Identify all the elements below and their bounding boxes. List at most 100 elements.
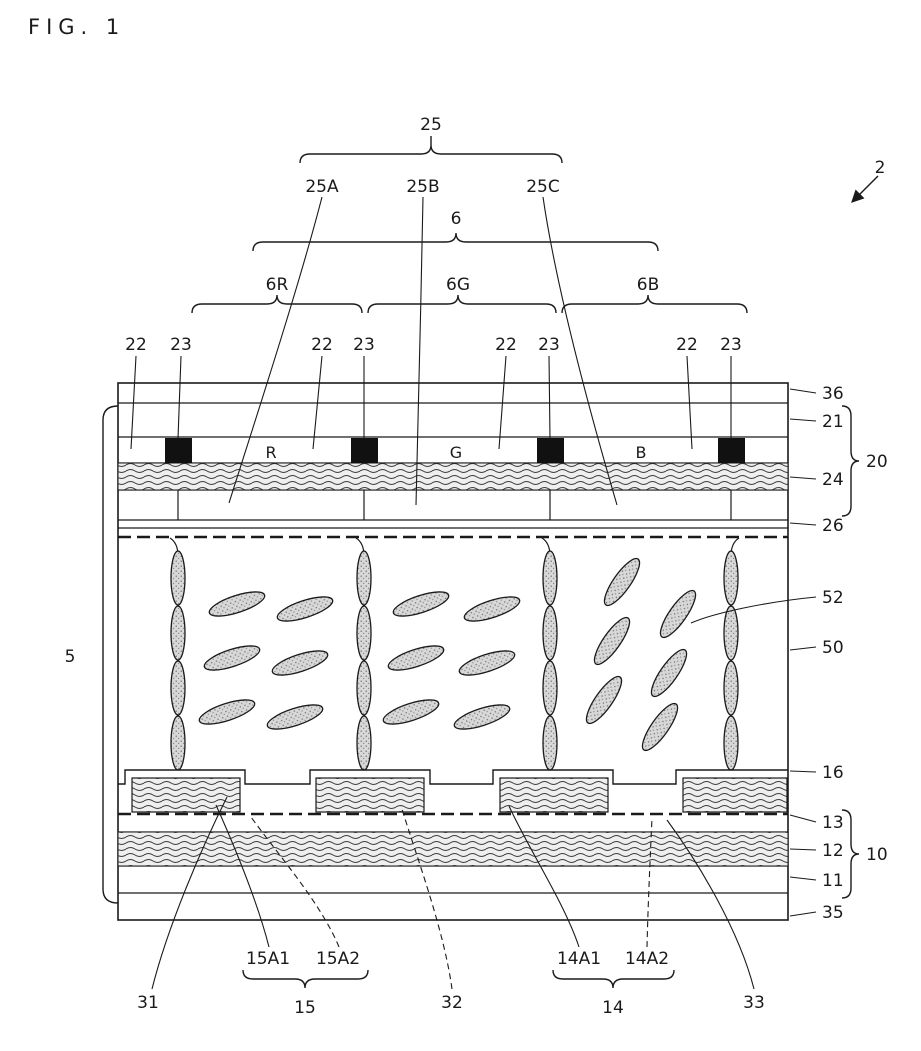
ref-25c-label: 25C [526,177,560,197]
reference-labels: FIG. 1 2 25 25A 25B 25C 6 6R 6G 6B 22 23… [28,15,888,1018]
electrode-segment-dividers [177,490,732,520]
leader-25b [415,196,424,506]
lc-molecule [453,704,511,730]
leader-14a2 [646,817,653,948]
ref-32-label: 32 [441,993,463,1013]
lc-molecule [723,550,739,606]
lc-molecule [266,704,324,730]
lc-molecule [542,660,558,716]
lc-molecule [603,557,641,607]
ref-22-label: 22 [495,335,517,355]
lc-molecule [723,660,739,716]
ref-2-label: 2 [875,158,886,178]
pixel-electrode [131,777,241,813]
lc-molecule [382,699,440,725]
leader-22 [686,355,693,450]
ref-20-label: 20 [866,452,888,472]
brace-15 [242,969,369,989]
lc-molecule [276,596,334,622]
leader-35 [789,911,817,917]
ref-21-label: 21 [822,412,844,432]
lc-molecule [271,650,329,676]
black-matrix-block [165,438,192,463]
pixel-electrode [682,777,788,813]
lc-molecule [542,605,558,661]
leader-16 [789,770,817,773]
ref-33-label: 33 [743,993,765,1013]
leader-32 [400,805,453,990]
braces [102,136,860,989]
leader-23 [548,355,551,440]
ref-35-label: 35 [822,903,844,923]
ref-6b-label: 6B [637,275,659,295]
lc-molecule [356,605,372,661]
lc-layer [169,537,740,771]
lc-molecule [356,715,372,771]
ref-15a1-label: 15A1 [246,949,290,969]
lc-molecule [593,616,631,666]
ref-13-label: 13 [822,813,844,833]
leader-14a1 [508,805,580,948]
bracket-5 [102,405,119,904]
ref-24-label: 24 [822,470,844,490]
ref-12-label: 12 [822,841,844,861]
lc-molecule [387,645,445,671]
leader-lines [130,175,879,990]
lc-domain-b-molecules [585,557,697,752]
lc-molecule [542,715,558,771]
ref-15a2-label: 15A2 [316,949,360,969]
leader-11 [789,876,817,881]
lc-molecule [463,596,521,622]
leader-22 [130,355,137,450]
ref-25a-label: 25A [305,177,339,197]
brace-6 [252,232,659,252]
lc-molecule [585,675,623,725]
leader-52 [690,596,817,624]
lc-molecule [198,699,256,725]
black-matrix-block [537,438,564,463]
figure-title: FIG. 1 [28,15,125,39]
ref-14a2-label: 14A2 [625,949,669,969]
color-filter-r-label: R [265,443,276,462]
ref-6g-label: 6G [446,275,470,295]
lc-molecule [392,591,450,617]
ref-16-label: 16 [822,763,844,783]
leader-13 [789,814,817,823]
ref-11-label: 11 [822,871,844,891]
brace-6g [367,294,557,314]
pixel-electrodes [131,777,788,813]
ref-14-label: 14 [602,998,624,1018]
ref-23-label: 23 [353,335,375,355]
leader-21 [789,418,817,422]
ref-22-label: 22 [125,335,147,355]
ref-25b-label: 25B [406,177,439,197]
brace-6r [191,294,363,314]
lc-molecules [170,550,739,771]
ref-22-label: 22 [676,335,698,355]
lc-molecule [650,648,688,698]
lc-molecule [542,550,558,606]
leader-33 [666,819,755,990]
ref-31-label: 31 [137,993,159,1013]
leader-25c [542,196,618,506]
ref-36-label: 36 [822,384,844,404]
cross-section-panel [117,382,789,921]
ref-6r-label: 6R [266,275,289,295]
leader-25a [228,196,323,504]
layer-16-stepped-line [118,769,788,785]
lc-molecule [208,591,266,617]
brace-14 [552,969,675,989]
lc-molecule [659,589,697,639]
lc-domain-g-molecules [382,591,521,730]
ref-5-label: 5 [65,647,76,667]
ref-23-label: 23 [538,335,560,355]
brace-20 [841,405,860,517]
leader-15a2 [250,816,340,948]
ref-50-label: 50 [822,638,844,658]
color-filter-g-label: G [450,443,462,462]
black-matrix-block [718,438,745,463]
lc-molecule [723,715,739,771]
ref-23-label: 23 [720,335,742,355]
